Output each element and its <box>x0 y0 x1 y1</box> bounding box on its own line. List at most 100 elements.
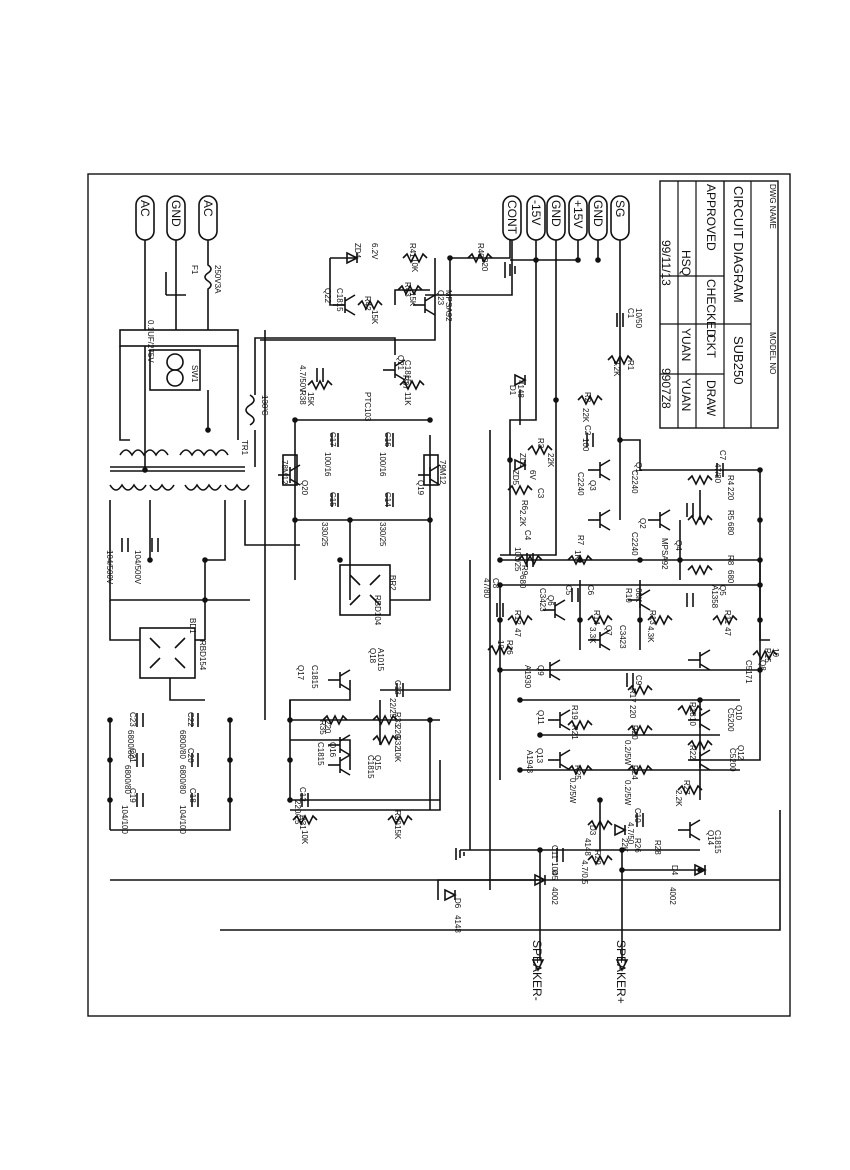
junction-dot <box>637 557 643 563</box>
label-r25v: 0.2/5W <box>568 778 577 804</box>
label-c8: C8 <box>491 578 500 589</box>
capacitor <box>496 603 504 617</box>
diode <box>514 373 527 387</box>
resistor <box>399 379 425 391</box>
label-br2t: RBD104 <box>373 595 382 626</box>
label-q12t: C5200 <box>728 748 737 772</box>
label-q17t: C1815 <box>310 665 319 689</box>
label-r17: R17 <box>628 688 637 703</box>
label-r1: R1 <box>626 360 635 371</box>
label-q19: Q19 <box>416 480 425 496</box>
label-r13v: 4.3K <box>646 626 655 643</box>
drawing-border <box>87 173 791 1017</box>
junction-dot <box>292 417 298 423</box>
capacitor <box>571 588 579 602</box>
label-q23: Q23 <box>436 290 445 306</box>
junction-dot <box>619 847 625 853</box>
label-q4: Q4 <box>674 540 683 551</box>
resistor <box>607 354 633 366</box>
wire <box>500 240 557 556</box>
label-c14: C14 <box>383 492 392 507</box>
transistor <box>628 589 651 611</box>
junction-dot <box>147 557 153 563</box>
label-c14v: 330/25 <box>378 522 387 547</box>
junction-dot <box>202 557 208 563</box>
thermal-fuse <box>245 394 255 426</box>
capacitor <box>136 713 144 727</box>
label-c10v: 4.7/50 <box>626 822 635 845</box>
transistor <box>548 749 571 771</box>
label-d3v: 4148 <box>583 838 592 856</box>
label-r29: R29 <box>593 850 602 865</box>
label-bd1: BD1 <box>188 618 197 634</box>
connector-label: AC <box>201 200 215 217</box>
label-c18bv: 104/100 <box>178 805 187 834</box>
label-q12: Q12 <box>736 745 745 761</box>
transistor <box>688 749 711 771</box>
resistor <box>687 514 713 526</box>
junction-dot <box>595 257 601 263</box>
wire <box>509 240 537 460</box>
wire <box>244 500 300 546</box>
label-r14v: 3.3K <box>588 627 597 644</box>
resistor <box>507 484 533 496</box>
capacitor <box>386 433 394 447</box>
speaker-minus-label: SPEAKER- <box>530 940 544 1001</box>
label-r5v: 680 <box>726 522 735 536</box>
label-r11v: 47 <box>723 627 732 636</box>
connector-label: CONT <box>505 200 519 235</box>
label-r6: R6 <box>520 500 529 511</box>
junction-dot <box>287 757 293 763</box>
capacitor <box>136 753 144 767</box>
label-c18: 4.7/50V <box>298 365 307 393</box>
label-r42: R42 <box>363 296 372 311</box>
resistor <box>292 814 318 826</box>
label-q18: Q18 <box>368 648 377 664</box>
transistor <box>328 734 351 756</box>
regulator-q19 <box>423 454 439 486</box>
label-q13t: A1943 <box>525 750 534 774</box>
label-r43: R43 <box>403 282 412 297</box>
label-r9: R9 <box>520 565 529 576</box>
switch-sw1 <box>149 349 201 391</box>
wire <box>109 500 250 601</box>
label-q6: Q6 <box>546 595 555 606</box>
label-q1: Q1 <box>634 462 643 473</box>
resistor <box>677 784 703 796</box>
wire <box>290 760 441 811</box>
resistor <box>372 714 398 726</box>
label-q15t: C1815 <box>366 755 375 779</box>
label-q4t: MPSA92 <box>660 538 669 570</box>
connector-7: +15V <box>568 195 588 241</box>
label-r3: R3 <box>536 438 545 449</box>
label-r30v: 15K <box>393 825 402 840</box>
speaker-plus-label: SPEAKER+ <box>614 940 628 1004</box>
fuse-f1 <box>204 240 212 320</box>
label-r21: R21 <box>570 725 579 740</box>
label-c10: C10 <box>633 808 642 823</box>
wire <box>220 810 781 931</box>
label-c4: C4 <box>523 530 532 541</box>
capacitor <box>686 593 694 607</box>
label-c17v: 100/16 <box>323 452 332 477</box>
resistor <box>307 379 333 391</box>
transistor <box>688 709 711 731</box>
junction-dot <box>757 617 763 623</box>
connector-label: SG <box>613 200 627 217</box>
label-r15v: 10 <box>771 648 780 657</box>
connector-label: AC <box>138 200 152 217</box>
label-r11: R11 <box>723 610 732 625</box>
label-c15: C15 <box>328 492 337 507</box>
label-r2: R2 <box>583 392 592 403</box>
label-tr1: TR1 <box>240 440 249 456</box>
label-d1: D1 <box>508 385 517 396</box>
resistor <box>397 284 423 296</box>
junction-dot <box>637 617 643 623</box>
capacitor <box>386 493 394 507</box>
label-f1: F1 <box>190 265 199 275</box>
label-r33v: 220 <box>393 725 402 739</box>
label-q5: Q5 <box>718 585 727 596</box>
bridge-bd1 <box>139 627 196 679</box>
label-r6v: 2.2K <box>518 510 527 527</box>
